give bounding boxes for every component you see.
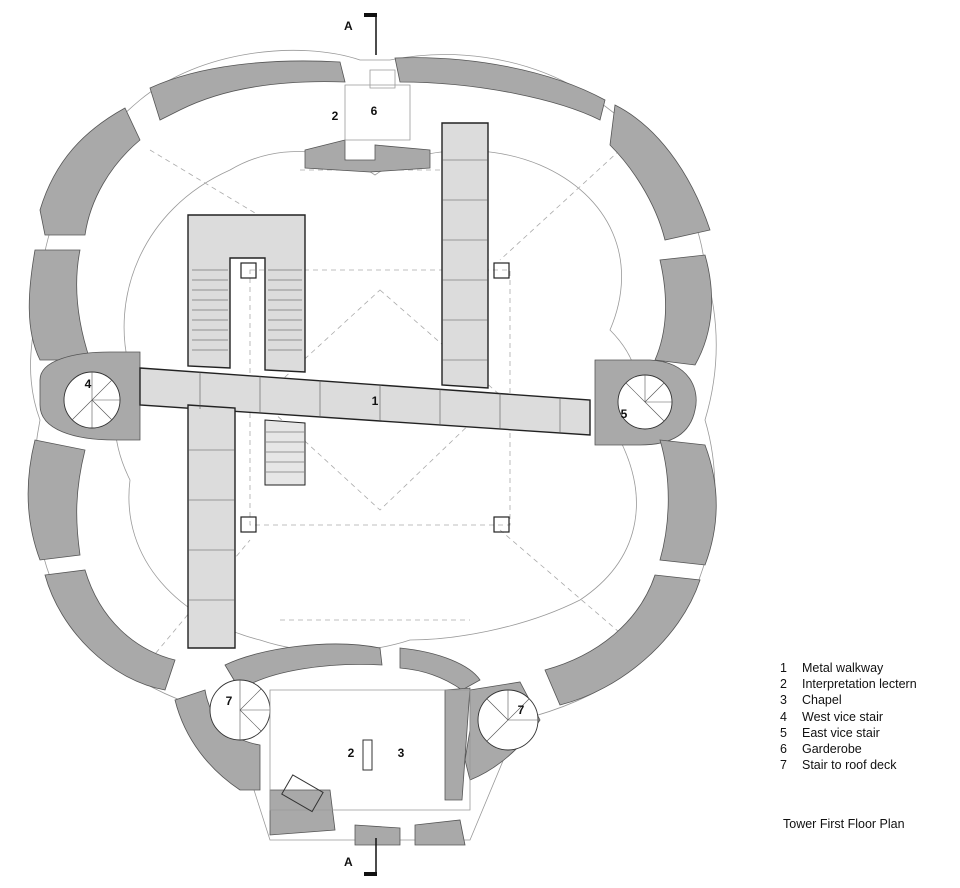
- room-label: 7: [226, 694, 233, 708]
- lower-stair-treads: [266, 431, 304, 473]
- svg-text:A: A: [344, 855, 353, 869]
- legend-item: 7 Stair to roof deck: [780, 757, 955, 773]
- legend-item: 5 East vice stair: [780, 725, 955, 741]
- plan-title: Tower First Floor Plan: [783, 817, 905, 831]
- stair-treads: [192, 269, 302, 351]
- walkway-stair-landing: [187, 214, 306, 373]
- room-label: 1: [372, 394, 379, 408]
- legend-item-number: 3: [780, 693, 787, 708]
- legend-item: 3 Chapel: [780, 692, 955, 708]
- room-labels: 1 2 6 4 5 7 7 2 3: [85, 104, 628, 760]
- legend-item: 2 Interpretation lectern: [780, 676, 955, 692]
- room-label: 7: [518, 703, 525, 717]
- legend-item-number: 1: [780, 661, 787, 675]
- section-marker-bottom: A: [344, 838, 377, 876]
- legend-item-label: East vice stair: [802, 725, 880, 740]
- room-label: 3: [398, 746, 405, 760]
- piers: [240, 262, 510, 533]
- legend-item-label: Chapel: [802, 693, 842, 708]
- lower-stair-flight: [264, 419, 306, 486]
- room-label: 2: [348, 746, 355, 760]
- legend-item-label: West vice stair: [802, 709, 884, 724]
- interpretation-lectern: [362, 739, 373, 771]
- legend-item-label: Interpretation lectern: [802, 677, 917, 692]
- walkway-east-leg: [441, 122, 489, 389]
- legend-item-label: Metal walkway: [802, 661, 884, 675]
- room-label: 6: [371, 104, 378, 118]
- section-marker-top: A: [344, 13, 377, 55]
- room-label: 2: [332, 109, 339, 123]
- room-label: 5: [621, 407, 628, 421]
- tower-walls: [27, 57, 717, 846]
- chapel-bench: [281, 774, 324, 813]
- legend-item: 4 West vice stair: [780, 709, 955, 725]
- walkway-west-leg: [187, 404, 236, 649]
- legend-item-number: 2: [780, 677, 787, 692]
- svg-text:A: A: [344, 19, 353, 33]
- legend-item: 1 Metal walkway: [780, 660, 955, 676]
- room-label: 4: [85, 377, 92, 391]
- legend-item-number: 5: [780, 725, 787, 740]
- chapel-outline: [269, 689, 471, 811]
- legend-item-number: 6: [780, 742, 787, 757]
- legend-item-number: 4: [780, 709, 787, 724]
- legend-item-label: Stair to roof deck: [802, 758, 897, 773]
- legend-item-label: Garderobe: [802, 742, 862, 757]
- spiral-stair-treads: [71, 372, 672, 742]
- walkway-panel-joints: [188, 159, 561, 601]
- legend: 1 Metal walkway 2 Interpretation lectern 3 Ch…: [780, 660, 955, 773]
- legend-item-number: 7: [780, 758, 787, 773]
- legend-item: 6 Garderobe: [780, 741, 955, 757]
- garderobe-chamber: [344, 69, 411, 141]
